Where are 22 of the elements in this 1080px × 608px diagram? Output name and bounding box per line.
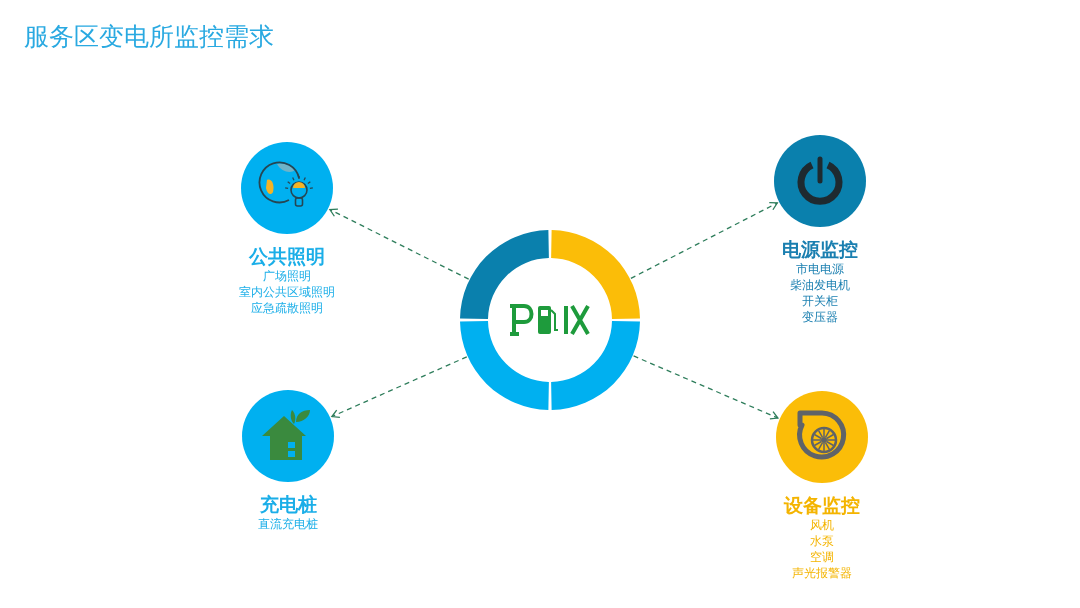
list-item: 广场照明 <box>263 268 311 284</box>
list-item: 市电电源 <box>796 261 844 277</box>
list-item: 直流充电桩 <box>258 516 318 532</box>
node-heading: 设备监控 <box>784 493 860 517</box>
list-item: 变压器 <box>802 309 838 325</box>
arrow <box>331 356 468 419</box>
donut-ring-drawing <box>460 230 640 410</box>
list-item: 开关柜 <box>802 293 838 309</box>
list-item: 应急疏散照明 <box>251 300 323 316</box>
list-item: 室内公共区域照明 <box>239 284 335 300</box>
list-item: 空调 <box>810 549 834 565</box>
node-heading: 充电桩 <box>259 492 317 516</box>
list-item: 声光报警器 <box>792 565 852 581</box>
arrow <box>632 355 779 420</box>
node-heading: 电源监控 <box>782 237 858 261</box>
title: 服务区变电所监控需求 <box>24 21 274 53</box>
node-heading: 公共照明 <box>249 244 325 268</box>
arrow <box>630 201 778 279</box>
list-item: 水泵 <box>810 533 834 549</box>
arrow <box>329 208 470 280</box>
list-item: 风机 <box>810 517 834 533</box>
list-item: 柴油发电机 <box>790 277 850 293</box>
